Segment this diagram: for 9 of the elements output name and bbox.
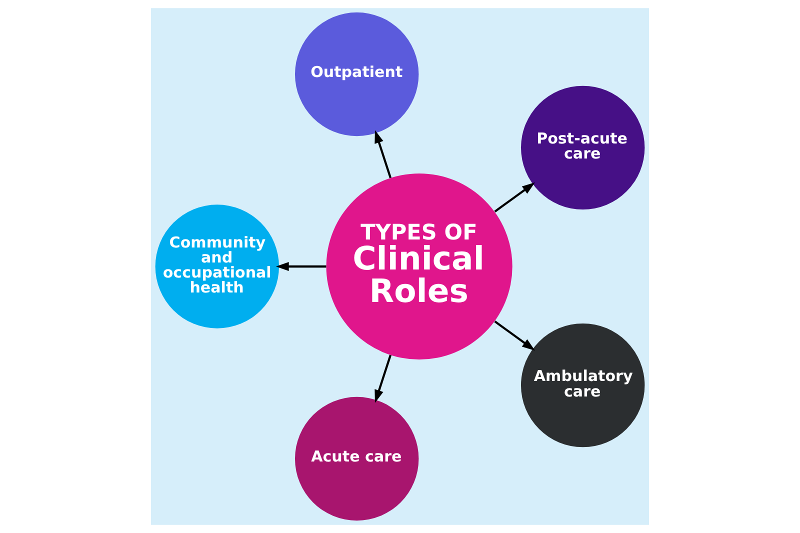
- node-circle: Outpatient: [294, 12, 419, 136]
- arrow: [276, 262, 326, 272]
- node-circle: Acute care: [294, 396, 419, 521]
- arrow: [494, 320, 535, 351]
- arrow: [494, 182, 535, 212]
- node-circle: Community and occupational health: [155, 204, 280, 328]
- arrow: [374, 130, 392, 178]
- node-circle: TYPES OF Clinical Roles: [326, 173, 512, 360]
- arrow: [374, 354, 392, 403]
